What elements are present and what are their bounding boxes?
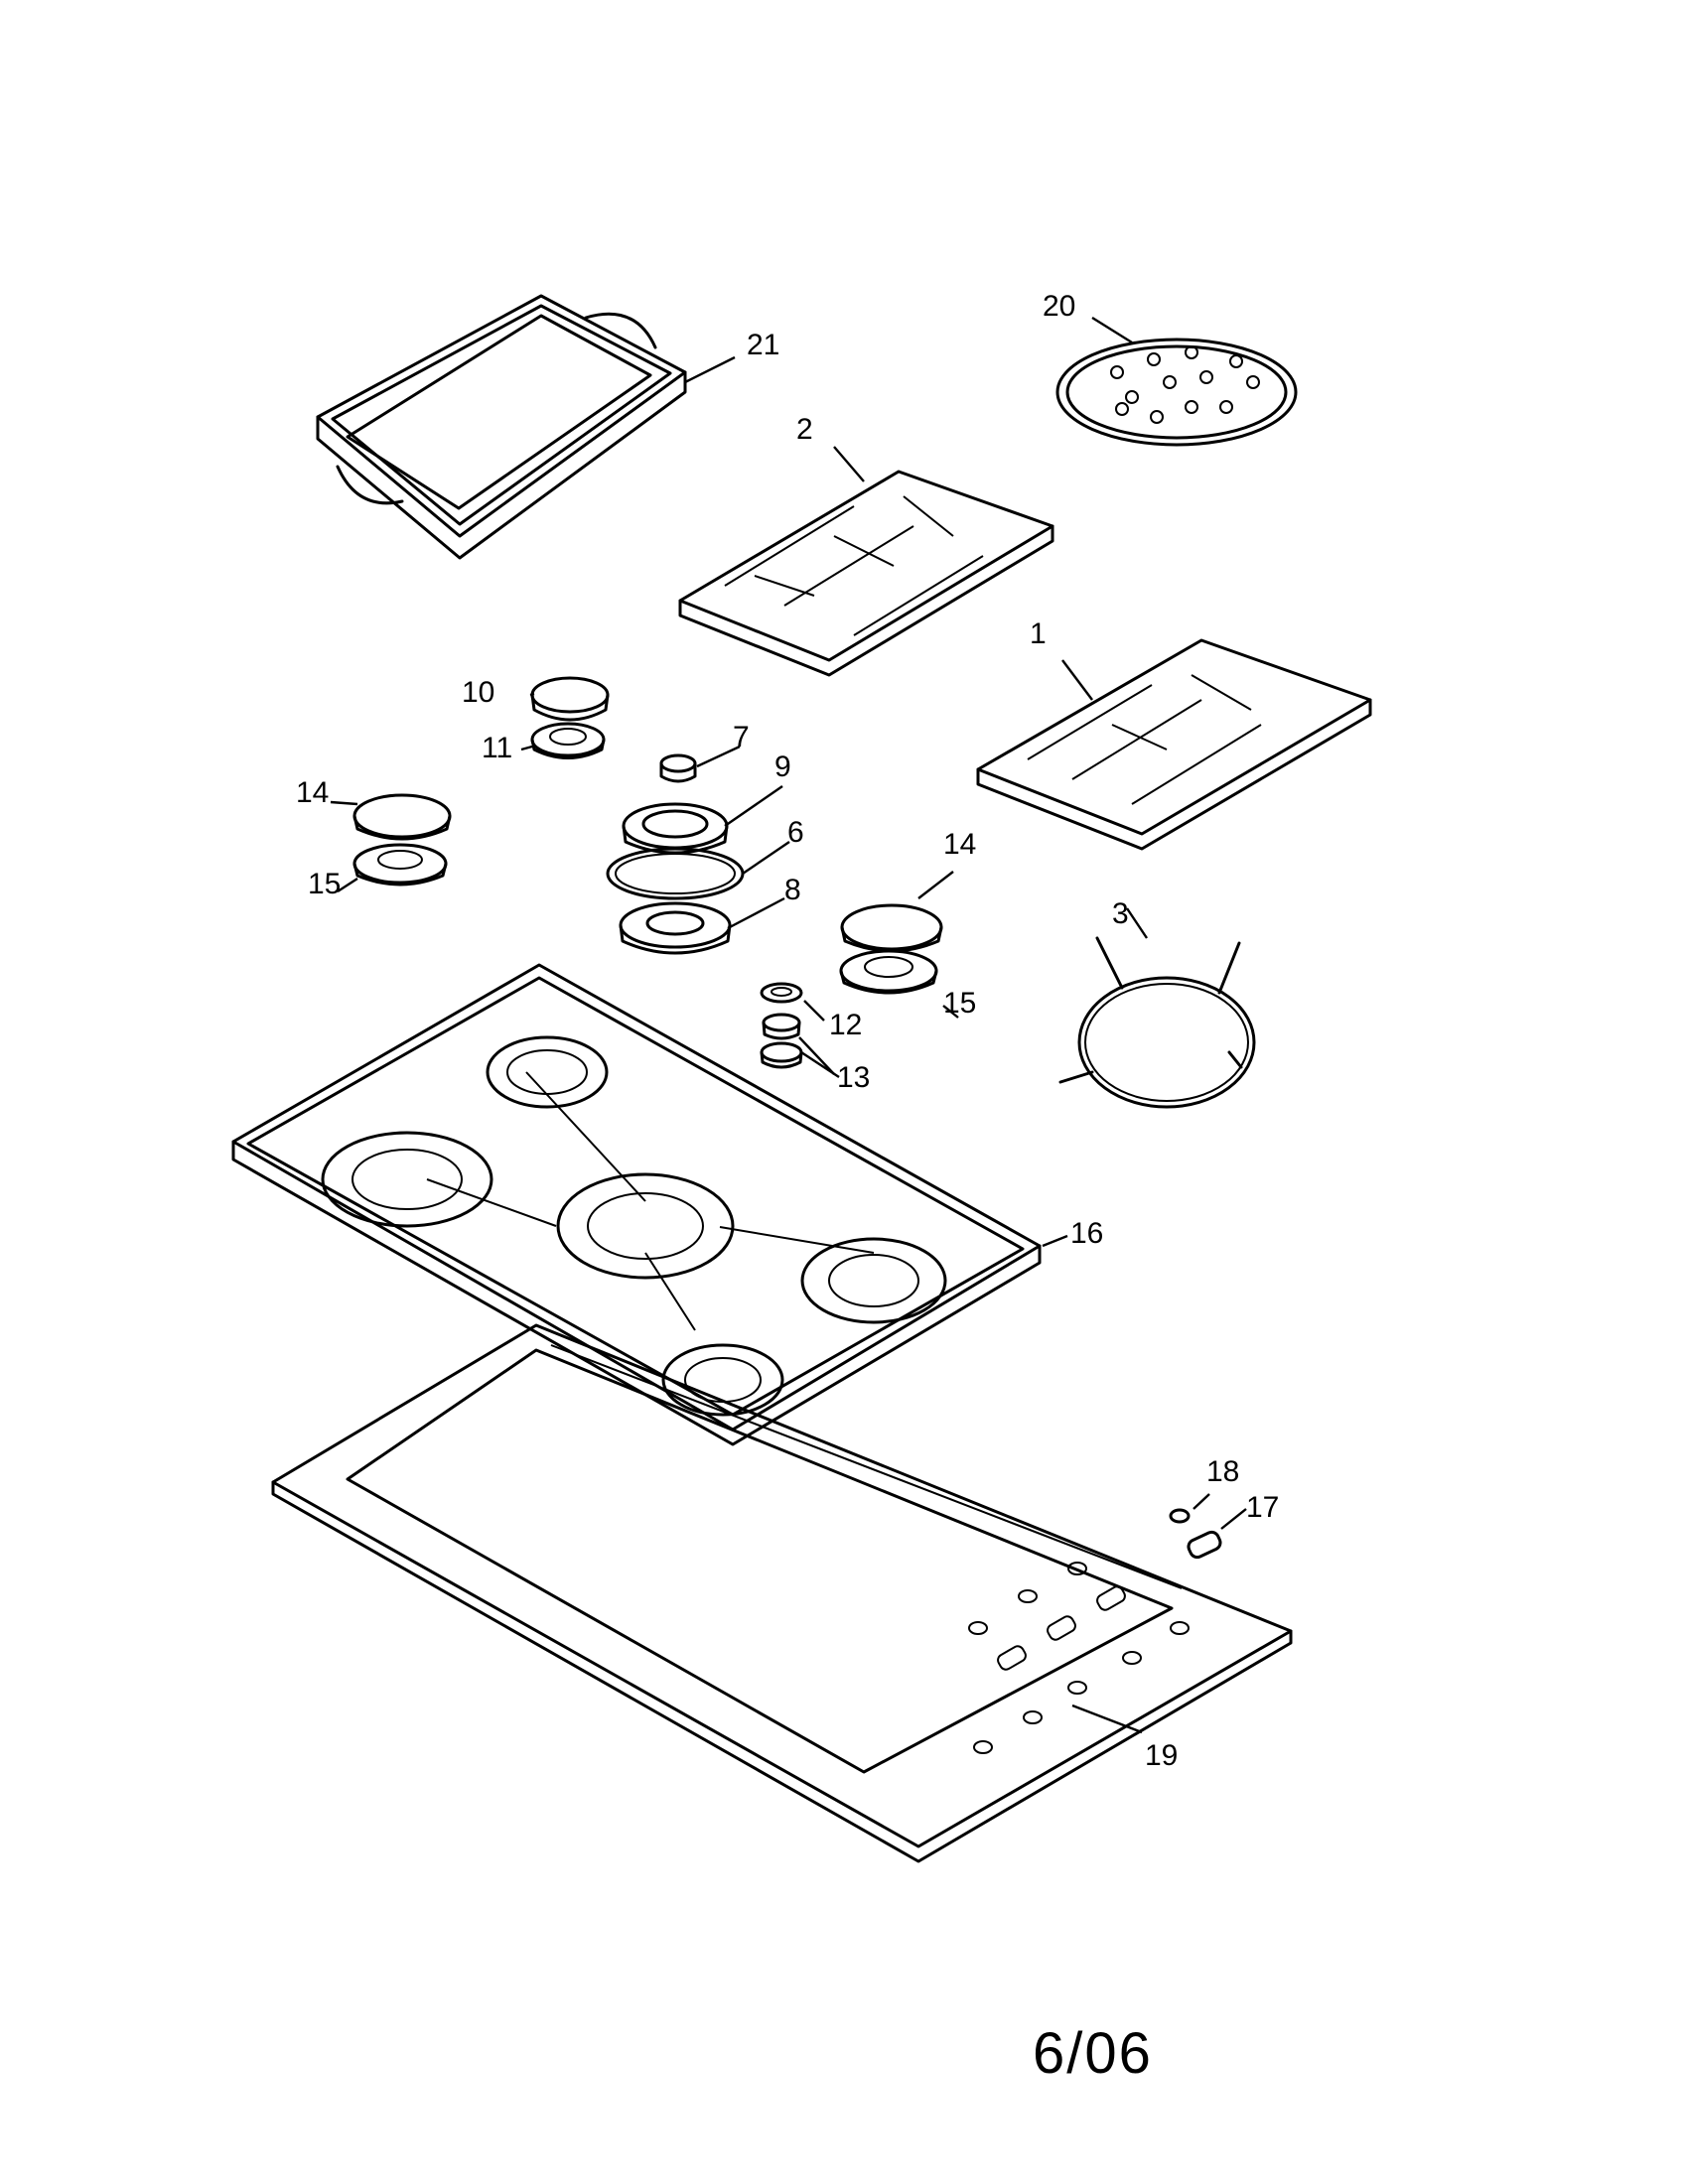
callout-labels: 21 20 2 1 10 11 7 9 6 8 14 15 14 15 3 12…: [296, 290, 1279, 1772]
burner-opening-center: [556, 1172, 735, 1280]
part-15-burner-base-right: [839, 949, 938, 995]
part-18-grommet: [1169, 1508, 1191, 1524]
part-19-base-frame: [271, 1323, 1293, 1863]
part-15-burner-base-left: [352, 843, 448, 887]
callout-17: 17: [1246, 1491, 1279, 1524]
part-11-burner-base-small: [530, 722, 606, 759]
part-7-burner-knob: [659, 753, 697, 783]
callout-8: 8: [784, 874, 801, 906]
part-17-knob-bezel: [1187, 1530, 1222, 1560]
callout-9: 9: [774, 751, 791, 783]
callout-7: 7: [733, 721, 750, 753]
part-2-grate: [678, 470, 1054, 677]
callout-12: 12: [829, 1009, 862, 1041]
callout-3: 3: [1112, 897, 1129, 930]
part-6-burner-ring: [606, 847, 745, 900]
callout-14-right: 14: [943, 828, 976, 861]
part-9-flame-spreader: [622, 802, 729, 855]
revision-date: 6/06: [1033, 2021, 1153, 2086]
callout-19: 19: [1145, 1739, 1178, 1772]
callout-21: 21: [747, 329, 779, 361]
callout-10: 10: [462, 676, 494, 709]
part-3-wok-ring: [1058, 936, 1256, 1109]
part-21-griddle: [316, 294, 687, 560]
part-10-burner-cap-small: [530, 676, 610, 722]
burner-opening-front: [661, 1343, 784, 1417]
part-16-cooktop-top: [231, 963, 1042, 1446]
burner-opening-left: [321, 1131, 493, 1228]
callout-13: 13: [837, 1061, 870, 1094]
part-14-burner-cap-right: [840, 903, 943, 953]
part-1-grate: [976, 638, 1372, 851]
callout-14-left: 14: [296, 776, 329, 809]
part-13-injectors: [760, 1013, 803, 1069]
callout-2: 2: [796, 413, 813, 446]
callout-15-right: 15: [943, 987, 976, 1020]
callout-20: 20: [1043, 290, 1075, 323]
burner-opening-right: [800, 1237, 947, 1324]
simmer-plate-holes: [1110, 345, 1260, 424]
part-12-injector-cap: [760, 982, 803, 1004]
callout-1: 1: [1030, 617, 1047, 650]
callout-11: 11: [482, 732, 512, 764]
control-knob-holes: [968, 1562, 1190, 1754]
leader-lines: [330, 316, 1247, 1734]
part-20-simmer-plate: [1055, 338, 1298, 447]
part-14-burner-cap-left: [352, 793, 452, 841]
callout-15-left: 15: [308, 868, 341, 900]
callout-18: 18: [1206, 1455, 1239, 1488]
part-8-burner-base-large: [619, 901, 732, 955]
callout-6: 6: [787, 816, 804, 849]
burner-opening-rear: [486, 1035, 609, 1109]
callout-16: 16: [1070, 1217, 1103, 1250]
